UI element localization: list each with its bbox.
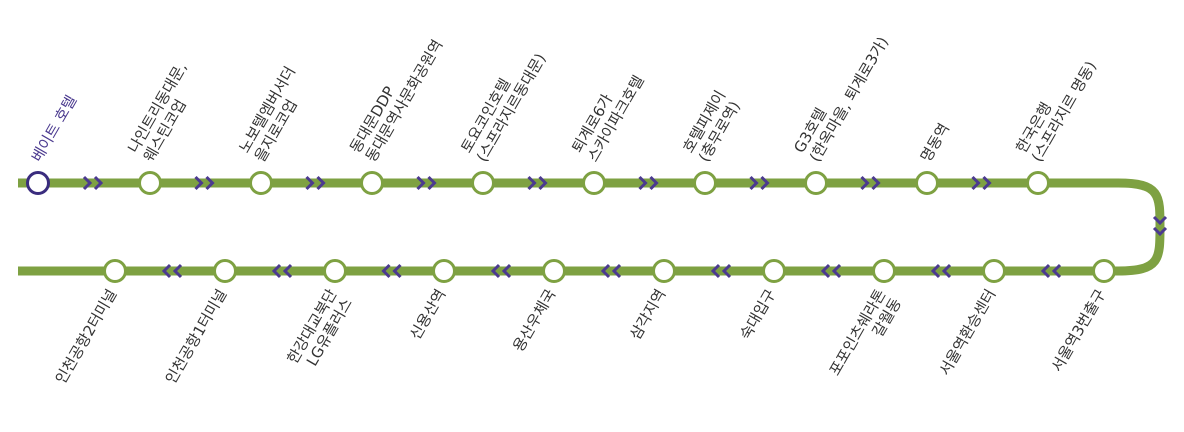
station-label: 신용산역	[406, 286, 449, 343]
station-marker[interactable]	[982, 259, 1006, 283]
double-chevron-icon	[490, 263, 512, 279]
station-label: 인천공항1터미널	[162, 286, 231, 387]
direction-arrows	[82, 175, 1168, 279]
route-line-path	[18, 178, 1165, 276]
station-label: 노보텔엠버서더을지로코업	[235, 63, 314, 165]
station-label-line: 인천공항2터미널	[52, 286, 121, 387]
station-label-line: 숙대입구	[736, 286, 779, 343]
station-label-line: 삼각지역	[626, 286, 669, 343]
station-marker[interactable]	[1092, 259, 1116, 283]
station-labels: 베이트 호텔 나인트리동대문,웨스틴코업 노보텔엠버서더을지로코업 동대문DDP동대문…	[28, 25, 1110, 388]
station-marker[interactable]	[471, 171, 495, 195]
station-label: 토요코인호텔(스프라지르동대문)	[457, 41, 549, 165]
station-marker[interactable]	[249, 171, 273, 195]
double-chevron-icon	[416, 175, 437, 191]
station-label-line: 명동역	[917, 120, 953, 165]
double-chevron-icon	[860, 175, 881, 191]
station-marker[interactable]	[762, 259, 786, 283]
station-label-line: 신용산역	[406, 286, 449, 343]
station-marker[interactable]	[360, 171, 384, 195]
station-label: 포포인츠쉐라톤갈월동	[826, 286, 906, 388]
station-label: 인천공항2터미널	[52, 286, 121, 387]
double-chevron-icon	[971, 175, 992, 191]
station-marker[interactable]	[872, 259, 896, 283]
double-chevron-icon	[305, 175, 326, 191]
double-chevron-icon	[194, 175, 215, 191]
station-label: 서울역3번출구	[1048, 286, 1110, 375]
station-label: 퇴계로6가스카이파크호텔	[568, 63, 647, 165]
station-label-line: 서울역3번출구	[1048, 286, 1110, 375]
double-chevron-icon	[381, 263, 402, 279]
double-chevron-icon	[82, 175, 104, 191]
station-label: 삼각지역	[626, 286, 669, 343]
station-label: 용산우체국	[509, 286, 559, 355]
station-marker[interactable]	[804, 171, 828, 195]
double-chevron-icon	[527, 175, 548, 191]
stations	[26, 171, 1116, 283]
station-label: 동대문DDP동대문역사문화공원역	[346, 27, 446, 165]
station-label-line: 서울역환승센터	[936, 286, 1000, 379]
double-chevron-icon	[161, 263, 183, 279]
station-marker[interactable]	[213, 259, 237, 283]
station-label: 한국은행(스프라지르 명동)	[1012, 49, 1100, 165]
double-chevron-icon	[749, 175, 770, 191]
double-chevron-icon	[638, 175, 659, 191]
double-chevron-icon	[1040, 263, 1062, 279]
station-label: 나인트리동대문,웨스틴코업	[124, 59, 206, 165]
route-line	[18, 178, 1165, 276]
double-chevron-icon	[271, 263, 293, 279]
station-marker[interactable]	[915, 171, 939, 195]
double-chevron-icon	[600, 263, 622, 279]
station-marker[interactable]	[1026, 171, 1050, 195]
station-label-line: 베이트 호텔	[28, 92, 80, 165]
station-label-line: (한옥마을, 퇴계로3가)	[806, 34, 892, 165]
double-chevron-icon	[820, 263, 842, 279]
double-chevron-icon	[1152, 215, 1168, 237]
station-label-line: 인천공항1터미널	[162, 286, 231, 387]
station-marker[interactable]	[693, 171, 717, 195]
station-marker[interactable]	[542, 259, 566, 283]
double-chevron-icon	[930, 263, 952, 279]
station-label: 서울역환승센터	[936, 286, 1000, 379]
station-label: G3호텔(한옥마을, 퇴계로3가)	[790, 25, 892, 165]
station-label: 명동역	[917, 120, 953, 165]
double-chevron-icon	[710, 263, 732, 279]
station-marker[interactable]	[432, 259, 456, 283]
station-label: 호텔피제이(충무로역)	[679, 87, 745, 165]
station-label: 한강대교북단LG유플러스	[283, 286, 356, 376]
station-marker[interactable]	[582, 171, 606, 195]
station-label: 숙대입구	[736, 286, 779, 343]
station-marker-start[interactable]	[26, 171, 50, 195]
station-marker[interactable]	[323, 259, 347, 283]
station-label-line: 용산우체국	[509, 286, 559, 355]
station-marker[interactable]	[103, 259, 127, 283]
station-marker[interactable]	[138, 171, 162, 195]
station-label: 베이트 호텔	[28, 92, 80, 165]
station-marker[interactable]	[652, 259, 676, 283]
